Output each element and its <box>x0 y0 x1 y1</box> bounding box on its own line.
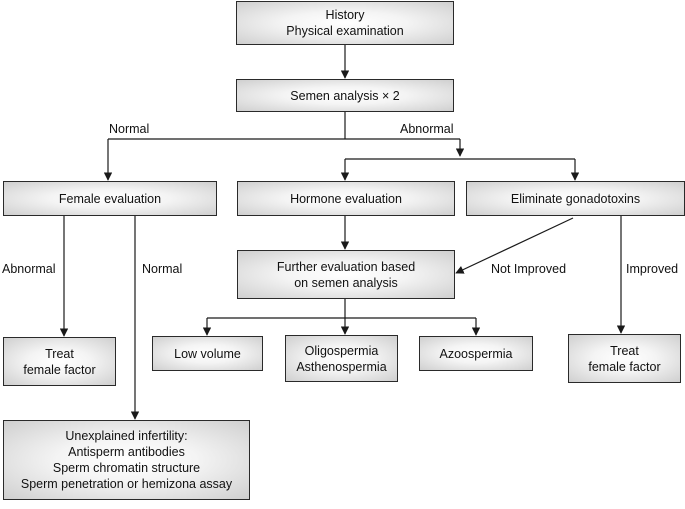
box-text-line: Hormone evaluation <box>290 191 402 206</box>
box-text-line: Unexplained infertility: <box>65 429 188 443</box>
box-text-line: female factor <box>588 359 661 374</box>
semen-analysis-box: Semen analysis × 2 <box>236 79 454 112</box>
box-text-line: Azoospermia <box>439 346 513 361</box>
box-text-line: Oligospermia <box>304 343 379 358</box>
box-text-line: Female evaluation <box>58 191 162 206</box>
box-text-line: Treat <box>610 343 639 358</box>
female-evaluation-box: Female evaluation <box>3 181 217 216</box>
label-abnormal-left: Abnormal <box>2 262 56 276</box>
box-text-line: Eliminate gonadotoxins <box>510 191 641 206</box>
box-text-line: Asthenospermia <box>296 359 387 374</box>
box-text-line: Low volume <box>174 346 241 361</box>
box-text-line: History <box>325 8 365 22</box>
label-not-improved: Not Improved <box>491 262 567 276</box>
box-text-line: Sperm penetration or hemizona assay <box>20 477 233 491</box>
box-text-line: Antisperm antibodies <box>68 445 185 459</box>
arrow-not-improved-to-further <box>455 217 574 274</box>
box-text-line: on semen analysis <box>294 275 398 290</box>
label-normal-top: Normal <box>109 122 150 136</box>
label-abnormal-top: Abnormal <box>400 122 454 136</box>
box-text-line: female factor <box>23 362 96 377</box>
label-normal-left: Normal <box>142 262 183 276</box>
hormone-evaluation-box: Hormone evaluation <box>237 181 455 216</box>
box-text-line: Physical examination <box>286 24 404 38</box>
box-text-line: Semen analysis × 2 <box>290 88 400 103</box>
box-text-line: Sperm chromatin structure <box>52 461 201 475</box>
unexplained-infertility-box: Unexplained infertility: Antisperm antibo… <box>3 420 250 500</box>
box-text-line: Further evaluation based <box>276 259 416 274</box>
azoospermia-box: Azoospermia <box>419 336 533 371</box>
eliminate-gonadotoxins-box: Eliminate gonadotoxins <box>466 181 685 216</box>
label-improved: Improved <box>626 262 679 276</box>
box-text-line: Treat <box>45 346 74 361</box>
low-volume-box: Low volume <box>152 336 263 371</box>
